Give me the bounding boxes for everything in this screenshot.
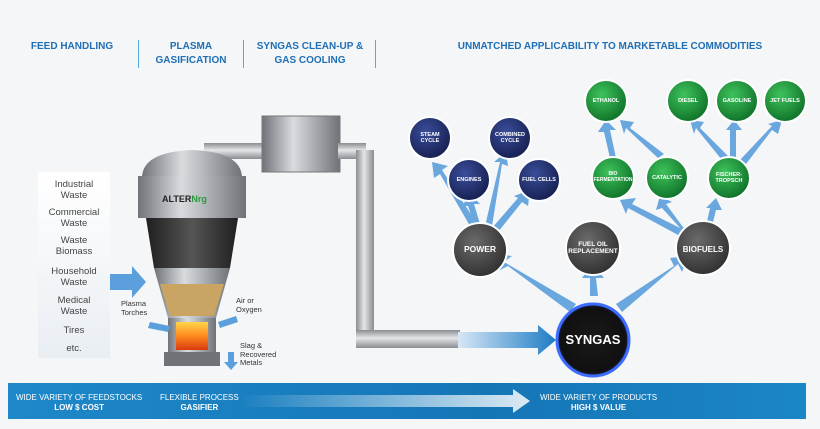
gasifier-top-band <box>138 176 246 218</box>
node-jet-fuels <box>763 79 807 123</box>
syngas-label: SYNGAS <box>565 331 621 347</box>
feed-etc: etc. <box>66 343 82 354</box>
node-gasoline <box>715 79 759 123</box>
node-engines <box>447 158 491 202</box>
header-syngas-line1: SYNGAS CLEAN-UP & <box>256 41 364 52</box>
node-fischer-tropsch <box>707 156 751 200</box>
header-plasma-line2: GASIFICATION <box>155 55 227 66</box>
air-arrow <box>218 316 238 328</box>
engines-label: ENGINES <box>456 176 482 183</box>
diesel-label: DIESEL <box>678 97 698 104</box>
gasoline-label: GASOLINE <box>722 97 752 104</box>
node-syngas <box>555 302 631 378</box>
brand-logo-left: ALTER <box>162 194 192 204</box>
gasifier-body <box>146 218 238 268</box>
jet-fuels-label: JET FUELS <box>770 97 800 104</box>
arrow-fischer-diesel <box>690 120 728 160</box>
node-catalytic <box>645 156 689 200</box>
arrow-biofuels-bio <box>620 198 684 236</box>
header-syngas-line2: GAS COOLING <box>274 55 346 66</box>
gas-pipes <box>204 115 460 348</box>
node-power <box>452 222 508 278</box>
fuel-cells-label: FUEL CELLS <box>522 176 556 183</box>
header-separator <box>375 40 376 68</box>
slag-arrow <box>224 352 238 370</box>
gasifier-dome <box>142 150 242 178</box>
gasifier-vessel <box>138 150 246 366</box>
brand-logo-right: Nrg <box>191 194 207 204</box>
feed-tires: Tires <box>63 325 85 336</box>
pipe-to-syngas <box>356 330 460 348</box>
arrow-fischer-gasoline <box>726 120 742 158</box>
arrow-biofuels-catalytic <box>656 196 688 234</box>
node-bio-fermentation <box>591 156 635 200</box>
feedstock-bed <box>160 284 224 316</box>
arrow-power-combined <box>486 152 508 226</box>
arrow-power-fuelcells <box>492 190 530 232</box>
node-diesel <box>666 79 710 123</box>
biofuels-label: BIOFUELS <box>682 245 724 255</box>
gasifier-base <box>164 352 220 366</box>
cleanup-unit <box>261 115 341 173</box>
arrow-catalytic-ethanol <box>620 120 664 158</box>
value-chain-arrow-shape <box>240 389 530 413</box>
feed-arrow <box>110 266 146 298</box>
syngas-flow-arrow <box>458 325 556 355</box>
power-label: POWER <box>463 244 497 255</box>
ethanol-label: ETHANOL <box>592 97 620 104</box>
arrow-biofuels-fischer <box>706 198 722 226</box>
arrow-syngas-biofuels <box>616 256 688 312</box>
header-separator <box>138 40 139 68</box>
header-feed-handling: FEED HANDLING <box>30 41 114 52</box>
header-plasma-line1: PLASMA <box>169 41 213 52</box>
brand-logo: ALTERNrg <box>162 194 207 204</box>
node-ethanol <box>584 79 628 123</box>
header-syngas-cleanup: SYNGAS CLEAN-UP & GAS COOLING <box>250 40 370 68</box>
node-fuel-oil <box>565 220 621 276</box>
header-applicability: UNMATCHED APPLICABILITY TO MARKETABLE CO… <box>457 41 763 52</box>
fischer-tropsch-label: FISCHER-TROPSCH <box>715 171 743 184</box>
node-steam-cycle <box>408 116 452 160</box>
feedstock-panel <box>38 172 110 358</box>
header-separator <box>243 40 244 68</box>
pipe-down <box>356 150 374 340</box>
arrow-syngas-power <box>494 254 576 312</box>
melt-flame <box>176 322 208 350</box>
node-fuel-cells <box>517 158 561 202</box>
catalytic-label: CATALYTIC <box>652 174 682 181</box>
arrow-fischer-jetfuels <box>740 120 782 164</box>
value-chain-bar <box>8 383 806 419</box>
node-circles <box>408 79 807 378</box>
node-biofuels <box>675 220 731 276</box>
arrow-bio-ethanol <box>598 120 616 158</box>
plasma-torch-arrow <box>148 322 170 332</box>
header-plasma-gasification: PLASMA GASIFICATION <box>145 40 237 68</box>
node-combined-cycle <box>488 116 532 160</box>
value-chain-arrow <box>240 389 530 413</box>
product-arrows <box>432 120 782 312</box>
